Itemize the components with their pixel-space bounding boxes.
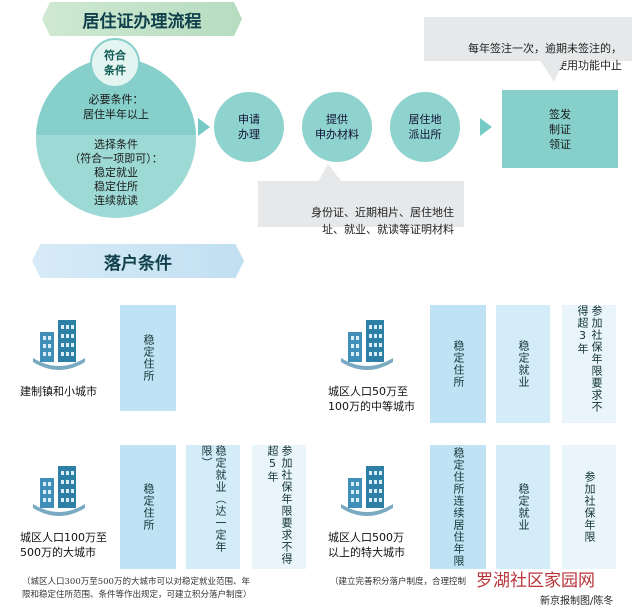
note-top: 每年签注一次，逾期未签注的， 使用功能中止 <box>424 17 632 72</box>
city-large-condition-1-text: 稳定就业（达一定年限） <box>200 445 227 553</box>
city-medium-condition-2: 参加社保年限要求不得超3年 <box>562 305 616 423</box>
section1-title: 居住证办理流程 <box>82 11 202 32</box>
eligibility-badge-text: 符合 条件 <box>104 49 126 77</box>
watermark: 罗湖社区家园网 <box>476 571 595 591</box>
city-large-condition-2-text: 参加社保年限要求不得超5年 <box>266 445 293 565</box>
city-large-condition-2: 参加社保年限要求不得超5年 <box>252 445 306 569</box>
note-bottom: 身份证、近期相片、居住地住 址、就业、就读等证明材料 <box>258 181 464 236</box>
city-label-megacity: 城区人口500万 以上的特大城市 <box>328 531 405 559</box>
required-text: 居住半年以上 <box>83 108 149 121</box>
step-materials-text: 提供 申办材料 <box>315 113 359 141</box>
step-apply-text: 申请 办理 <box>238 113 260 141</box>
flow-arrow-2 <box>480 118 492 136</box>
city-medium-condition-1: 稳定就业 <box>496 305 550 423</box>
step-police: 居住地 派出所 <box>390 92 460 162</box>
note-top-text: 每年签注一次，逾期未签注的， 使用功能中止 <box>468 42 622 72</box>
city-label-large: 城区人口100万至 500万的大城市 <box>20 531 107 559</box>
step-police-text: 居住地 派出所 <box>408 113 442 141</box>
city-large-condition-0: 稳定住所 <box>120 445 176 569</box>
note-top-pointer <box>540 60 564 82</box>
required-label: 必要条件： <box>88 93 144 106</box>
city-megacity-condition-2: 参加社保年限 <box>562 445 616 569</box>
city-large-condition-0-text: 稳定住所 <box>142 483 155 531</box>
city-medium-condition-1-text: 稳定就业 <box>517 340 530 388</box>
city-megacity-condition-2-text: 参加社保年限 <box>583 471 596 543</box>
optional-label: 选择条件 <box>94 138 138 151</box>
footnote-right: （建立完善积分落户制度，合理控制 <box>330 577 467 587</box>
city-medium-condition-0-text: 稳定住所 <box>452 340 465 388</box>
building-icon <box>341 466 393 516</box>
required-block: 必要条件： 居住半年以上 <box>36 92 196 122</box>
building-icon <box>33 466 85 516</box>
optional-item-1: 稳定住所 <box>94 180 138 193</box>
optional-item-0: 稳定就业 <box>94 166 138 179</box>
building-icon <box>341 320 393 370</box>
note-bottom-pointer <box>318 164 342 182</box>
eligibility-badge: 符合 条件 <box>90 38 140 88</box>
note-bottom-text: 身份证、近期相片、居住地住 址、就业、就读等证明材料 <box>311 206 454 236</box>
city-megacity-condition-1: 稳定就业 <box>496 445 550 569</box>
city-megacity-condition-0-text: 稳定住所连续居住年限 <box>452 447 465 567</box>
step-issue: 签发 制证 领证 <box>502 90 618 168</box>
section2-banner: 落户条件 <box>32 244 244 278</box>
optional-block: 选择条件 （符合一项即可）： 稳定就业 稳定住所 连续就读 <box>36 138 196 208</box>
city-label-medium: 城区人口50万至 100万的中等城市 <box>328 385 415 413</box>
city-small-condition-0-text: 稳定住所 <box>142 334 155 382</box>
city-medium-condition-0: 稳定住所 <box>430 305 486 423</box>
step-issue-text: 签发 制证 领证 <box>549 107 571 151</box>
footnote-left: （城区人口300万至500万的大城市可以对稳定就业范围、年 限和稳定住所范围、条… <box>22 577 252 600</box>
building-icon <box>33 320 85 370</box>
section1-banner: 居住证办理流程 <box>42 2 242 36</box>
city-megacity-condition-0: 稳定住所连续居住年限 <box>430 445 486 569</box>
flow-arrow-1 <box>198 118 210 136</box>
city-megacity-condition-1-text: 稳定就业 <box>517 483 530 531</box>
step-materials: 提供 申办材料 <box>302 92 372 162</box>
city-small-condition-0: 稳定住所 <box>120 305 176 411</box>
city-large-condition-1: 稳定就业（达一定年限） <box>186 445 240 569</box>
credit: 新京报制图/陈冬 <box>540 596 614 607</box>
section2-title: 落户条件 <box>104 253 172 274</box>
step-apply: 申请 办理 <box>214 92 284 162</box>
city-label-small: 建制镇和小城市 <box>20 385 97 398</box>
optional-item-2: 连续就读 <box>94 194 138 207</box>
city-medium-condition-2-text: 参加社保年限要求不得超3年 <box>576 305 603 413</box>
optional-sub: （符合一项即可）： <box>69 152 163 165</box>
